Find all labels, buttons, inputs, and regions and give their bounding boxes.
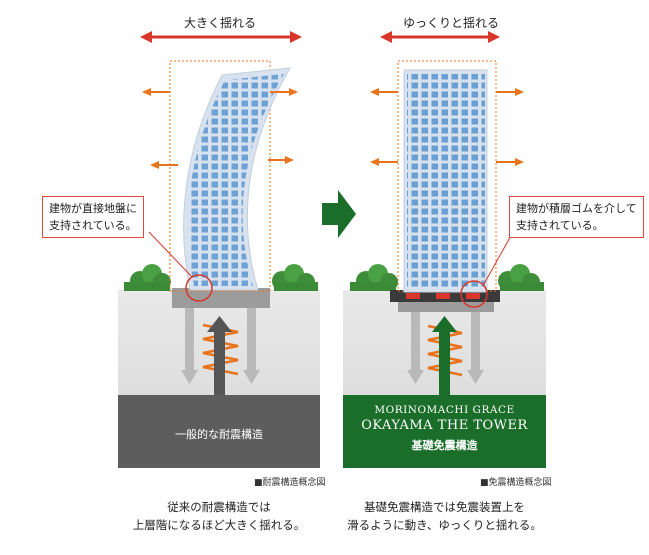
right-panel [343,31,546,468]
seismic-arrow [439,330,450,395]
right-base-label: 基礎免震構造 [411,439,478,452]
left-panel [118,31,320,468]
tree-right [272,264,318,291]
brand-line1: MORINOMACHI GRACE [374,404,515,416]
highlight-circle [185,274,213,302]
right-description-line2: 滑るように動き、ゆっくりと揺れる。 [347,518,542,532]
right-sway-label: ゆっくりと揺れる [403,16,500,30]
left-callout-line2: 支持されている。 [49,219,137,232]
transition-arrow [322,190,356,238]
foundation [172,288,270,308]
base-block [118,395,320,468]
left-description-line1: 従来の耐震構造では [167,500,271,514]
brand-base-block [343,395,546,468]
left-base-label: 一般的な耐震構造 [175,428,263,441]
left-figure-caption: ■耐震構造概念図 [254,478,326,488]
callout-line [148,231,193,278]
foundation [398,302,494,312]
rubber-bearing [436,293,450,299]
brand-line2: OKAYAMA THE TOWER [361,418,528,433]
right-callout-line1: 建物が積層ゴムを介して [516,202,637,215]
left-description: 従来の耐震構造では 上層階になるほど大きく揺れる。 [118,498,320,534]
original-outline [169,60,271,292]
sway-arrow-left [140,31,302,43]
highlight-circle [460,280,488,308]
right-description: 基礎免震構造では免震装置上を 滑るように動き、ゆっくりと揺れる。 [343,498,546,534]
sway-arrow-right [380,31,500,43]
rubber-bearing [466,293,480,299]
right-description-line1: 基礎免震構造では免震装置上を [364,500,525,514]
tree-left [124,264,171,291]
left-sway-label: 大きく揺れる [184,16,257,30]
pile [185,308,194,370]
left-callout: 建物が直接地盤に 支持されている。 [42,196,144,238]
left-callout-line1: 建物が直接地盤に [49,202,137,215]
seismic-arrow [214,330,225,395]
right-figure-caption: ■免震構造概念図 [480,478,552,488]
right-callout: 建物が積層ゴムを介して 支持されている。 [509,196,644,238]
callout-line [483,231,514,285]
tree-left [350,264,398,291]
orange-arrows-right [370,88,524,166]
pile [411,312,420,370]
building-windows-right [407,74,485,288]
left-description-line2: 上層階になるほど大きく揺れる。 [132,518,306,532]
orange-arrows-left [142,88,298,169]
pile [471,312,480,370]
tree-right [498,264,544,291]
right-callout-line2: 支持されている。 [516,219,604,232]
pile [247,308,256,370]
rubber-bearing [406,293,420,299]
